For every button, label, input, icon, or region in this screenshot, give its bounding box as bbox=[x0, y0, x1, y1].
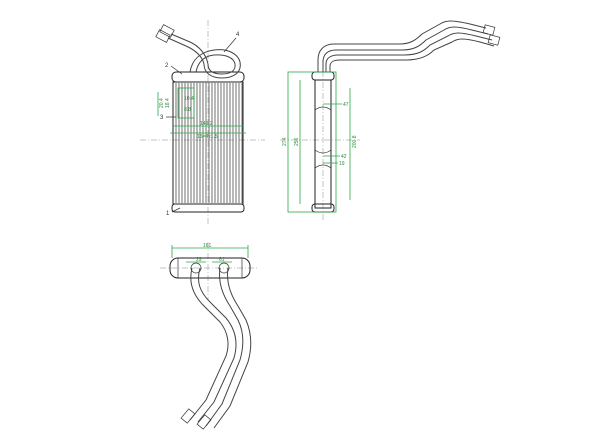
top-pipe-a-outer bbox=[189, 267, 229, 421]
side-dim-overall-height: 274 bbox=[282, 137, 288, 146]
side-dim-pipe-c: 19 bbox=[339, 161, 345, 167]
side-core bbox=[314, 79, 332, 209]
front-pipe-fitting-b bbox=[159, 24, 175, 38]
front-pipe-fitting-a bbox=[155, 29, 171, 43]
leader-2 bbox=[170, 65, 183, 75]
top-pipe-b-inner bbox=[213, 267, 252, 429]
side-dim-pipe-a: 47 bbox=[343, 102, 349, 108]
side-break-lower bbox=[314, 149, 332, 154]
front-pipe-upper-a bbox=[167, 37, 205, 65]
side-pipe-fitting-b bbox=[487, 34, 501, 46]
ref-1: 1 bbox=[166, 211, 170, 217]
side-view: 274 256 200.8 47 42 19 bbox=[280, 20, 501, 220]
front-dim-left-a: 20.4 bbox=[159, 98, 165, 108]
leader-1 bbox=[171, 207, 181, 213]
leader-4 bbox=[223, 37, 237, 53]
side-dim-core-height: 256 bbox=[294, 137, 300, 146]
ref-2: 2 bbox=[165, 63, 169, 69]
front-fins bbox=[175, 83, 243, 203]
top-pipe-stub-b bbox=[218, 262, 230, 274]
side-pipe-b-outer bbox=[325, 32, 493, 72]
side-break-upper bbox=[314, 106, 332, 111]
side-pipe-a-outer bbox=[317, 20, 487, 72]
front-dim-left-c: 10.4 bbox=[184, 96, 194, 102]
ref-4: 4 bbox=[236, 32, 240, 38]
front-dim-left-d: 8.8 bbox=[184, 107, 191, 113]
top-pipe-b-outer bbox=[205, 267, 244, 427]
top-pipe-fitting-b bbox=[196, 414, 212, 430]
front-dim-width-outer: 15=4x1.5 bbox=[197, 134, 218, 140]
side-pipe-a-inner bbox=[322, 26, 489, 72]
front-dim-width-inner: 149.2 bbox=[200, 121, 213, 127]
front-pipe-upper-b bbox=[170, 33, 209, 65]
top-dim-spacing-b: 61 bbox=[219, 257, 225, 263]
ref-3: 3 bbox=[160, 115, 164, 121]
side-pipe-fitting-a bbox=[482, 24, 496, 36]
front-view: 149.2 15=4x1.5 20.4 18.4 10.4 8.8 4 2 3 … bbox=[140, 20, 265, 225]
side-dim-box-outer bbox=[287, 71, 337, 213]
side-dim-pipe-b: 42 bbox=[341, 154, 347, 160]
top-dim-overall-width: 161 bbox=[203, 243, 212, 249]
side-break-lower-2 bbox=[314, 164, 332, 169]
top-view: 161 29 61 bbox=[160, 242, 258, 430]
front-dim-box-left bbox=[177, 87, 195, 119]
top-dim-spacing-a: 29 bbox=[196, 257, 202, 263]
side-pipe-b-inner bbox=[329, 38, 495, 72]
top-pipe-fitting-a bbox=[180, 408, 196, 424]
front-dim-left-b: 18.4 bbox=[165, 98, 171, 108]
side-dim-right-height: 200.8 bbox=[352, 135, 358, 148]
top-pipe-a-inner bbox=[197, 267, 237, 423]
top-tank-body bbox=[169, 257, 251, 279]
top-pipe-stub-a bbox=[190, 262, 202, 274]
front-pipe-loop-inner bbox=[195, 54, 236, 75]
front-bottom-tank bbox=[171, 203, 245, 213]
